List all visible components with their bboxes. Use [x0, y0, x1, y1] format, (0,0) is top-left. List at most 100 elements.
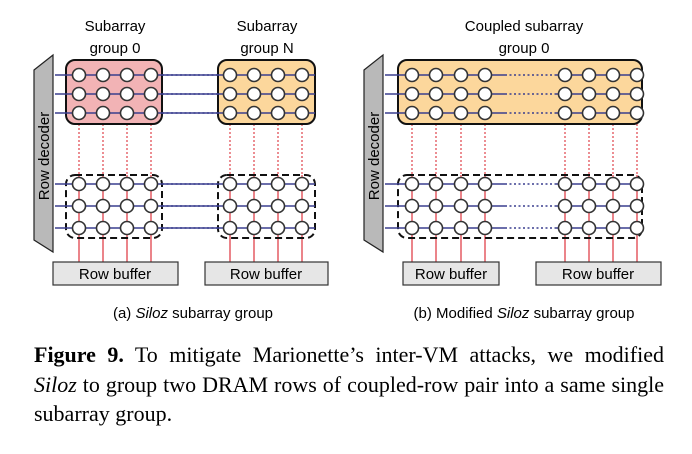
panel-a: Subarray group 0 Subarray group N Row de… — [33, 18, 329, 322]
dram-cell — [453, 198, 469, 214]
cells-a — [55, 67, 315, 236]
dram-cell — [246, 176, 262, 192]
row-decoder-label-b: Row decoder — [366, 112, 383, 200]
dram-cell — [428, 67, 444, 83]
dram-cell — [222, 86, 238, 102]
dram-cell — [605, 105, 621, 121]
dram-cell — [294, 105, 310, 121]
dram-cell — [629, 67, 645, 83]
dram-cell — [428, 105, 444, 121]
row-buffer-a-left-label: Row buffer — [79, 266, 151, 283]
cells-b — [385, 67, 645, 236]
row-buffer-a-right-label: Row buffer — [230, 266, 302, 283]
dram-cell — [581, 220, 597, 236]
dram-subarray-diagram: Subarray group 0 Subarray group N Row de… — [33, 18, 662, 322]
dram-cell — [404, 105, 420, 121]
dram-cell — [71, 176, 87, 192]
row-buffer-b-left-label: Row buffer — [415, 266, 487, 283]
dram-cell — [404, 176, 420, 192]
dram-cell — [404, 198, 420, 214]
row-decoder-b — [363, 53, 384, 254]
dram-cell — [477, 220, 493, 236]
caption-a: (a) Siloz subarray group — [113, 305, 273, 322]
caption-text-2: to group two DRAM rows of coupled-row pa… — [34, 371, 664, 427]
dram-cell — [95, 86, 111, 102]
dram-cell — [143, 105, 159, 121]
dram-cell — [477, 176, 493, 192]
dram-cell — [557, 220, 573, 236]
dram-cell — [605, 220, 621, 236]
dram-cell — [119, 67, 135, 83]
row-buffer-a-right — [204, 261, 329, 286]
dram-cell — [477, 105, 493, 121]
dram-cell — [453, 176, 469, 192]
dram-cell — [605, 86, 621, 102]
dram-cell — [605, 67, 621, 83]
coupled-group-label-line2: group 0 — [499, 40, 550, 57]
dram-cell — [294, 86, 310, 102]
group0-label-line1: Subarray — [85, 18, 146, 35]
dram-cell — [95, 176, 111, 192]
dram-cell — [222, 67, 238, 83]
dram-cell — [270, 105, 286, 121]
dram-cell — [246, 86, 262, 102]
dram-cell — [270, 220, 286, 236]
dram-cell — [119, 86, 135, 102]
dram-cell — [581, 86, 597, 102]
row-buffer-b-left — [402, 261, 500, 286]
dram-cell — [71, 67, 87, 83]
dram-cell — [246, 105, 262, 121]
dram-cell — [71, 105, 87, 121]
dram-cell — [294, 220, 310, 236]
groupN-label-line2: group N — [240, 40, 293, 57]
dram-cell — [143, 220, 159, 236]
subarray-group0-box — [65, 59, 163, 125]
dram-cell — [294, 198, 310, 214]
dram-cell — [95, 67, 111, 83]
dram-cell — [629, 198, 645, 214]
dram-cell — [557, 105, 573, 121]
dram-cell — [294, 176, 310, 192]
dram-cell — [71, 86, 87, 102]
dram-cell — [246, 67, 262, 83]
caption-italic: Siloz — [34, 371, 77, 397]
dram-cell — [119, 176, 135, 192]
caption-b: (b) Modified Siloz subarray group — [414, 305, 635, 322]
dram-cell — [581, 198, 597, 214]
dram-cell — [453, 67, 469, 83]
figure-caption: Figure 9. To mitigate Marionette’s inter… — [34, 340, 664, 429]
dram-cell — [629, 86, 645, 102]
subarray-groupN-box — [217, 59, 316, 125]
dram-cell — [270, 176, 286, 192]
row-buffer-b-right — [535, 261, 662, 286]
dram-cell — [222, 176, 238, 192]
row-decoder-label-a: Row decoder — [36, 112, 53, 200]
dram-cell — [95, 220, 111, 236]
dram-cell — [119, 105, 135, 121]
coupled-group-label-line1: Coupled subarray — [465, 18, 584, 35]
panel-b: Coupled subarray group 0 Row decoder Row… — [363, 18, 662, 322]
dram-cell — [428, 220, 444, 236]
bitlines-a — [78, 124, 303, 262]
dram-cell — [119, 220, 135, 236]
dram-cell — [557, 67, 573, 83]
dram-cell — [222, 198, 238, 214]
dram-cell — [404, 67, 420, 83]
dram-cell — [95, 105, 111, 121]
dram-cell — [581, 67, 597, 83]
dram-cell — [605, 176, 621, 192]
dram-cell — [557, 86, 573, 102]
dram-cell — [428, 198, 444, 214]
dram-cell — [477, 67, 493, 83]
dram-cell — [404, 220, 420, 236]
dram-cell — [453, 105, 469, 121]
dram-cell — [605, 198, 621, 214]
dram-cell — [428, 176, 444, 192]
dram-cell — [246, 220, 262, 236]
dram-cell — [95, 198, 111, 214]
dram-cell — [581, 176, 597, 192]
dram-cell — [453, 220, 469, 236]
dram-cell — [404, 86, 420, 102]
dram-cell — [557, 198, 573, 214]
dram-cell — [557, 176, 573, 192]
